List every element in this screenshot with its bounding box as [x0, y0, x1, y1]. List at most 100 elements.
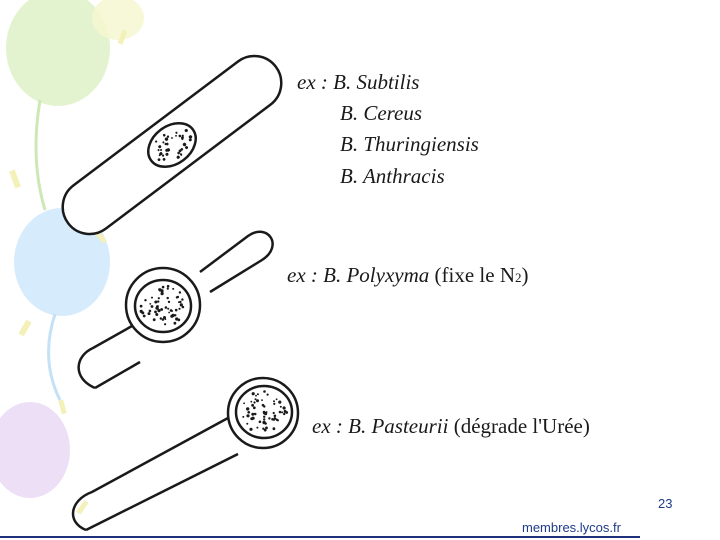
- granule-dot: [160, 148, 163, 151]
- granule-dot: [178, 307, 181, 310]
- granule-dot: [168, 311, 170, 314]
- granule-dot: [246, 422, 249, 425]
- granule-dot: [179, 300, 182, 304]
- granule-dot: [261, 399, 263, 401]
- species-name: B. Subtilis: [333, 70, 420, 94]
- granule-dot: [149, 303, 152, 305]
- granule-dot: [266, 393, 269, 396]
- granule-dot: [258, 420, 262, 424]
- granule-dot: [164, 142, 167, 146]
- granule-dot: [148, 309, 152, 313]
- granule-dot: [178, 134, 182, 138]
- granule-dot: [249, 427, 253, 431]
- granule-dot: [263, 405, 266, 408]
- blue-balloon: [14, 208, 110, 401]
- granule-dot: [158, 288, 162, 292]
- granule-dot: [154, 310, 157, 314]
- granule-dot: [188, 135, 193, 139]
- granule-dot: [250, 400, 253, 403]
- granule-dot: [253, 401, 256, 404]
- granule-dot: [254, 398, 257, 401]
- granule-dot: [189, 138, 192, 142]
- granule-dot: [160, 292, 164, 296]
- granule-dot: [155, 313, 159, 316]
- granule-dot: [162, 141, 165, 144]
- granule-dot: [263, 415, 266, 418]
- page-number: 23: [658, 496, 673, 511]
- granule-dot: [279, 405, 282, 408]
- granule-dot: [165, 152, 169, 156]
- granule-dot: [170, 314, 174, 318]
- granule-dot: [246, 414, 250, 418]
- granule-dot: [176, 295, 180, 299]
- granule-dot: [175, 131, 178, 134]
- granule-dot: [157, 149, 160, 152]
- granule-dot: [281, 411, 284, 414]
- green-balloon: [6, 0, 110, 211]
- granule-dot: [275, 398, 278, 401]
- granule-dot: [242, 415, 245, 418]
- cell1-example-line-1: ex : B. Subtilis: [297, 70, 419, 95]
- granule-dot: [252, 406, 256, 410]
- granule-dot: [157, 158, 161, 162]
- granule-dot: [273, 402, 276, 405]
- granule-dot: [271, 418, 274, 421]
- granule-dot: [166, 284, 170, 288]
- granule-dot: [180, 153, 183, 156]
- urea-note: (dégrade l'Urée): [448, 414, 590, 438]
- granule-dot: [161, 289, 164, 292]
- granule-dot: [154, 300, 158, 304]
- species-name: B. Polyxyma: [323, 263, 430, 287]
- granule-dot: [182, 142, 187, 147]
- granule-dot: [246, 407, 250, 411]
- granule-dot: [180, 304, 183, 306]
- bacillus-terminal-spore: [71, 376, 300, 532]
- granule-dot: [157, 297, 160, 300]
- granule-dot: [173, 321, 177, 325]
- granule-dot: [162, 133, 166, 137]
- species-name: B. Anthracis: [340, 164, 445, 188]
- granule-dot: [147, 312, 151, 316]
- granule-dot: [185, 146, 189, 150]
- granule-dot: [158, 145, 162, 149]
- granule-dot: [171, 310, 173, 312]
- granule-dot: [142, 314, 146, 318]
- granule-dot: [161, 154, 165, 157]
- granule-dot: [184, 128, 188, 133]
- granule-dot: [150, 305, 154, 308]
- granule-dot: [164, 306, 168, 309]
- granule-dot: [178, 291, 182, 294]
- granule-dot: [265, 411, 268, 413]
- granule-dot: [273, 400, 275, 403]
- granule-dot: [139, 304, 143, 308]
- granule-dot: [253, 412, 257, 416]
- granule-dot: [250, 417, 254, 421]
- granule-dot: [141, 311, 145, 315]
- granule-dot: [172, 287, 175, 290]
- granule-dot: [157, 309, 161, 313]
- granule-dot: [272, 427, 276, 431]
- spore-terminal-granules: [242, 390, 289, 432]
- cell2-example-line: ex : B. Polyxyma (fixe le N2): [287, 263, 528, 288]
- granule-dot: [273, 414, 277, 418]
- source-link[interactable]: membres.lycos.fr: [522, 520, 621, 535]
- granule-dot: [176, 155, 180, 159]
- granule-dot: [164, 318, 167, 320]
- yellow-balloon: [92, 0, 144, 40]
- granule-dot: [151, 296, 153, 299]
- granule-dot: [165, 148, 169, 152]
- granule-dot: [175, 317, 179, 321]
- granule-dot: [166, 135, 170, 138]
- granule-dot: [272, 411, 275, 415]
- bacillus-central-spore: [61, 54, 283, 236]
- spore-swollen-granules: [139, 284, 185, 326]
- granule-dot: [247, 411, 250, 414]
- granule-dot: [256, 393, 259, 396]
- granule-dot: [162, 157, 166, 161]
- granule-dot: [263, 428, 267, 432]
- granule-dot: [166, 296, 169, 300]
- granule-dot: [181, 298, 184, 301]
- granule-dot: [278, 410, 282, 414]
- granule-dot: [159, 317, 162, 320]
